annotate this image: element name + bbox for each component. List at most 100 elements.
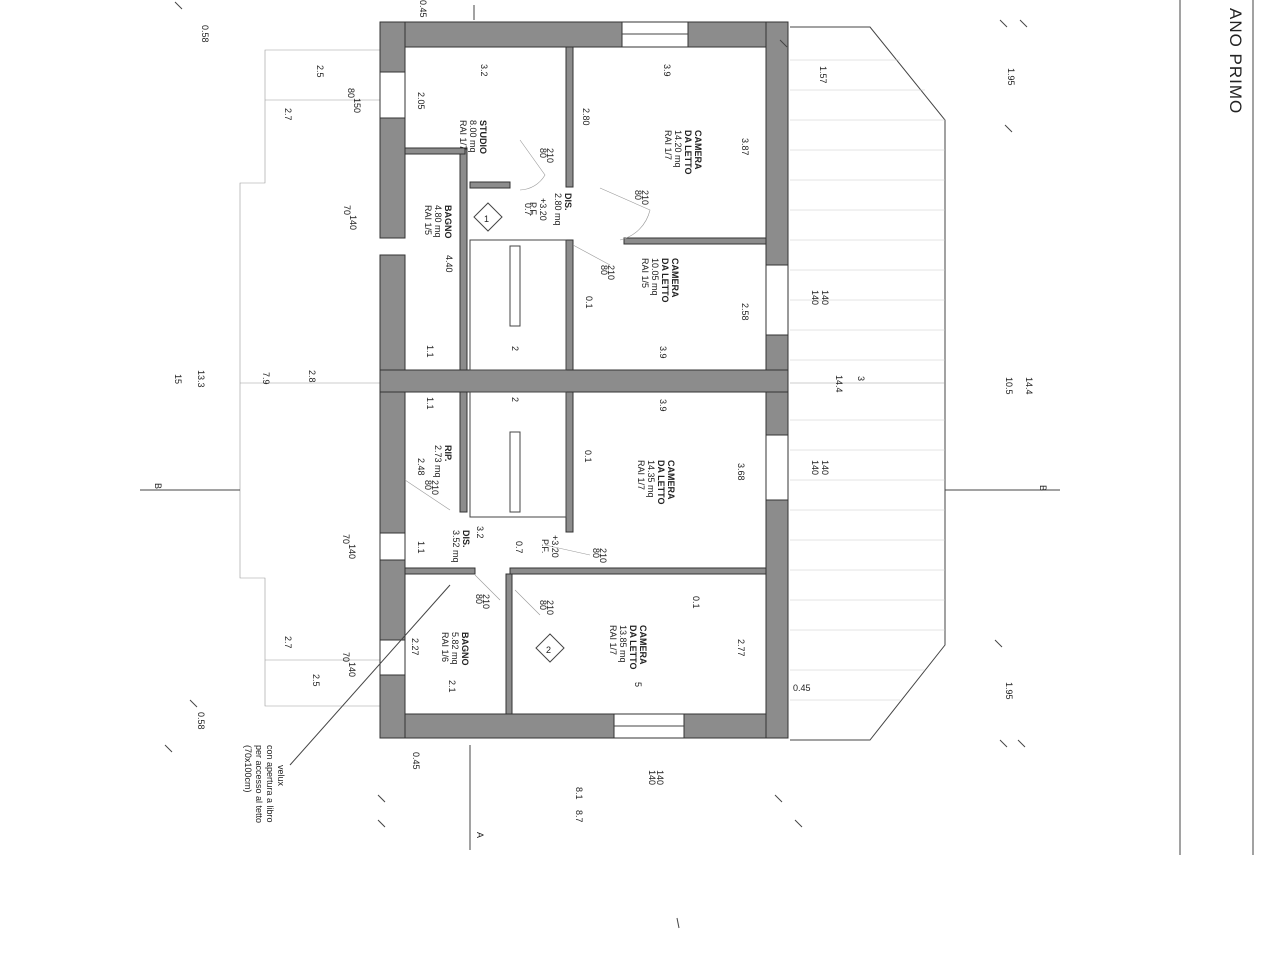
roof-outline [790, 26, 946, 741]
svg-text:5.82 mq: 5.82 mq [450, 632, 460, 665]
svg-text:3.9: 3.9 [662, 64, 672, 77]
svg-text:80: 80 [538, 148, 548, 158]
svg-text:10.05 mq: 10.05 mq [650, 258, 660, 296]
svg-text:3.87: 3.87 [740, 138, 750, 156]
svg-text:2.58: 2.58 [740, 303, 750, 321]
svg-text:2.48: 2.48 [416, 458, 426, 476]
svg-text:15: 15 [173, 374, 183, 384]
velux-leader [289, 584, 451, 766]
svg-text:DIS.: DIS. [461, 530, 471, 548]
svg-text:8.7: 8.7 [574, 810, 584, 823]
svg-text:RAI 1/7: RAI 1/7 [636, 460, 646, 490]
svg-text:80: 80 [474, 594, 484, 604]
svg-text:0.7: 0.7 [514, 541, 524, 554]
svg-text:210: 210 [430, 480, 440, 495]
sheet-title: ANO PRIMO [1226, 8, 1245, 114]
svg-text:1.95: 1.95 [1004, 682, 1014, 700]
svg-text:140: 140 [820, 460, 830, 475]
svg-text:210: 210 [640, 190, 650, 205]
section-b-left: B [153, 483, 163, 489]
room-dis-1: DIS. 2.80 mq [553, 193, 573, 226]
level-pf-2: +3.20 P.F. [540, 535, 560, 558]
svg-text:1.1: 1.1 [416, 541, 426, 554]
svg-text:STUDIO: STUDIO [478, 120, 488, 154]
svg-text:80: 80 [599, 265, 609, 275]
section-b-right: B [1038, 485, 1048, 491]
svg-text:RAI 1/5: RAI 1/5 [423, 205, 433, 235]
svg-text:BAGNO: BAGNO [460, 632, 470, 666]
svg-text:3.68: 3.68 [736, 463, 746, 481]
svg-text:140: 140 [347, 544, 357, 559]
svg-text:140: 140 [347, 662, 357, 677]
room-rip: RIP. 2.73 mq [433, 445, 453, 478]
section-a-bottom: A [475, 832, 485, 838]
svg-text:80: 80 [538, 600, 548, 610]
svg-text:3.2: 3.2 [475, 526, 485, 539]
svg-text:2.8: 2.8 [307, 370, 317, 383]
room-camera-4: CAMERA DA LETTO 13.85 mq RAI 1/7 [608, 625, 648, 670]
svg-text:DA LETTO: DA LETTO [628, 625, 638, 670]
svg-text:70: 70 [341, 534, 351, 544]
windows [379, 21, 789, 739]
svg-text:10.5: 10.5 [1004, 377, 1014, 395]
svg-text:140: 140 [810, 290, 820, 305]
svg-text:1.1: 1.1 [425, 345, 435, 358]
svg-text:3.52 mq: 3.52 mq [451, 530, 461, 563]
svg-text:2: 2 [510, 397, 520, 402]
room-camera-1: CAMERA DA LETTO 14.20 mq RAI 1/7 [663, 130, 703, 175]
svg-text:0.58: 0.58 [200, 25, 210, 43]
svg-text:210: 210 [598, 548, 608, 563]
svg-text:(70x100cm): (70x100cm) [243, 745, 253, 793]
svg-text:1.95: 1.95 [1006, 68, 1016, 86]
svg-text:1: 1 [484, 214, 489, 224]
svg-text:14.4: 14.4 [834, 375, 844, 393]
svg-text:2: 2 [510, 346, 520, 351]
svg-text:0.45: 0.45 [793, 683, 811, 693]
door-swings [404, 139, 651, 616]
svg-text:+3.20: +3.20 [538, 198, 548, 221]
svg-text:+3.20: +3.20 [550, 535, 560, 558]
level-pf-1: +3.20 P.F. [528, 198, 548, 221]
unit-marker-2: 2 [535, 633, 565, 663]
svg-text:210: 210 [481, 594, 491, 609]
svg-text:70: 70 [342, 205, 352, 215]
svg-text:0.45: 0.45 [411, 752, 421, 770]
svg-text:140: 140 [348, 215, 358, 230]
svg-text:1.57: 1.57 [818, 66, 828, 84]
svg-text:P.F.: P.F. [540, 539, 550, 553]
svg-text:8.1: 8.1 [574, 787, 584, 800]
svg-text:0.7: 0.7 [523, 203, 533, 216]
svg-text:14.20 mq: 14.20 mq [673, 130, 683, 168]
svg-text:CAMERA: CAMERA [666, 460, 676, 500]
svg-text:140: 140 [810, 460, 820, 475]
walls [379, 21, 789, 739]
svg-text:CAMERA: CAMERA [693, 130, 703, 170]
room-camera-2: CAMERA DA LETTO 10.05 mq RAI 1/5 [640, 258, 680, 303]
dimension-labels: 3.2 3.9 2.05 2.80 3.87 0.7 4.40 0.1 2.58… [173, 0, 1034, 823]
svg-text:DA LETTO: DA LETTO [660, 258, 670, 303]
svg-text:P.F.: P.F. [528, 202, 538, 216]
svg-text:80: 80 [346, 88, 356, 98]
svg-text:per accesso al tetto: per accesso al tetto [254, 745, 264, 823]
svg-text:2.80: 2.80 [581, 108, 591, 126]
svg-text:80: 80 [633, 190, 643, 200]
svg-text:RAI 1/7: RAI 1/7 [608, 625, 618, 655]
svg-text:2.80 mq: 2.80 mq [553, 193, 563, 226]
left-roof-outline [239, 49, 380, 707]
svg-text:14.4: 14.4 [1024, 377, 1034, 395]
dimension-ticks [164, 1, 1028, 929]
room-dis-2: DIS. 3.52 mq [451, 530, 471, 563]
svg-text:RAI 1/7: RAI 1/7 [663, 130, 673, 160]
svg-text:4.80 mq: 4.80 mq [433, 205, 443, 238]
svg-text:RAI 1/6: RAI 1/6 [440, 632, 450, 662]
room-bagno-2: BAGNO 5.82 mq RAI 1/6 [440, 632, 470, 666]
svg-text:0.45: 0.45 [418, 0, 428, 18]
svg-text:RAI 1/5: RAI 1/5 [640, 258, 650, 288]
svg-text:2.7: 2.7 [283, 108, 293, 121]
svg-text:2.5: 2.5 [315, 65, 325, 78]
svg-text:2.7: 2.7 [283, 636, 293, 649]
svg-text:140: 140 [820, 290, 830, 305]
svg-text:2.27: 2.27 [410, 638, 420, 656]
svg-text:RIP.: RIP. [443, 445, 453, 461]
svg-text:8.00 mq: 8.00 mq [468, 120, 478, 153]
